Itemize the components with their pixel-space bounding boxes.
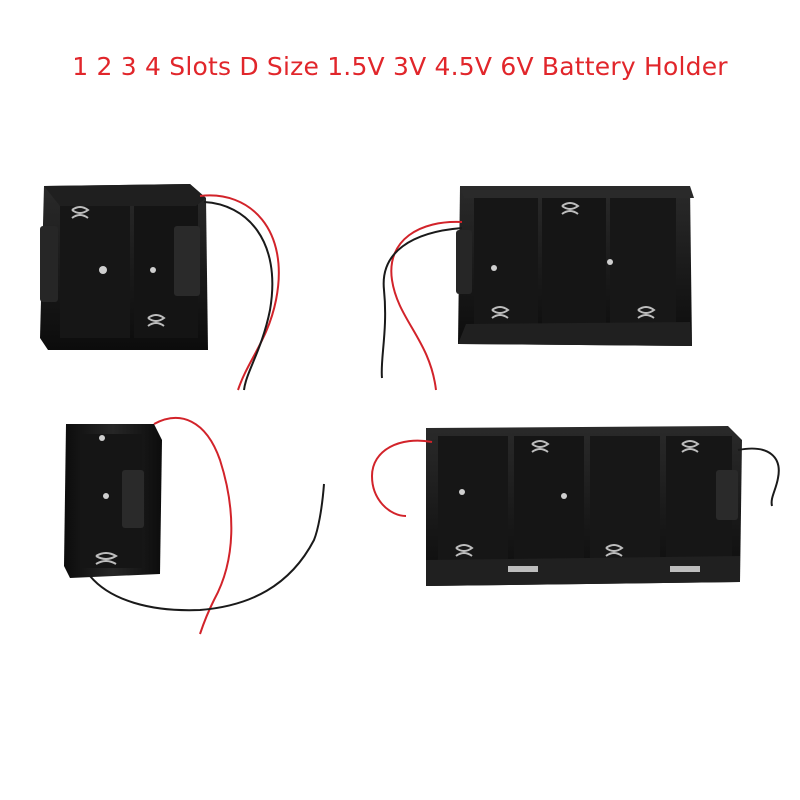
holder-3-slot bbox=[380, 186, 694, 391]
spring-contacts bbox=[491, 202, 656, 319]
black-wire bbox=[203, 201, 274, 391]
holder-4-slot bbox=[370, 426, 780, 586]
spring-contacts bbox=[455, 440, 700, 557]
spring-contacts bbox=[71, 206, 166, 327]
black-wire bbox=[737, 447, 780, 507]
red-wire bbox=[153, 417, 233, 635]
black-wire bbox=[380, 227, 463, 379]
red-wire bbox=[199, 194, 280, 391]
spring-contacts bbox=[95, 552, 118, 565]
red-wire bbox=[390, 220, 463, 391]
product-title: 1 2 3 4 Slots D Size 1.5V 3V 4.5V 6V Bat… bbox=[72, 52, 728, 81]
holder-1-slot bbox=[64, 417, 325, 635]
red-wire bbox=[370, 439, 433, 517]
holder-2-slot bbox=[40, 184, 280, 391]
black-wire bbox=[89, 483, 325, 612]
